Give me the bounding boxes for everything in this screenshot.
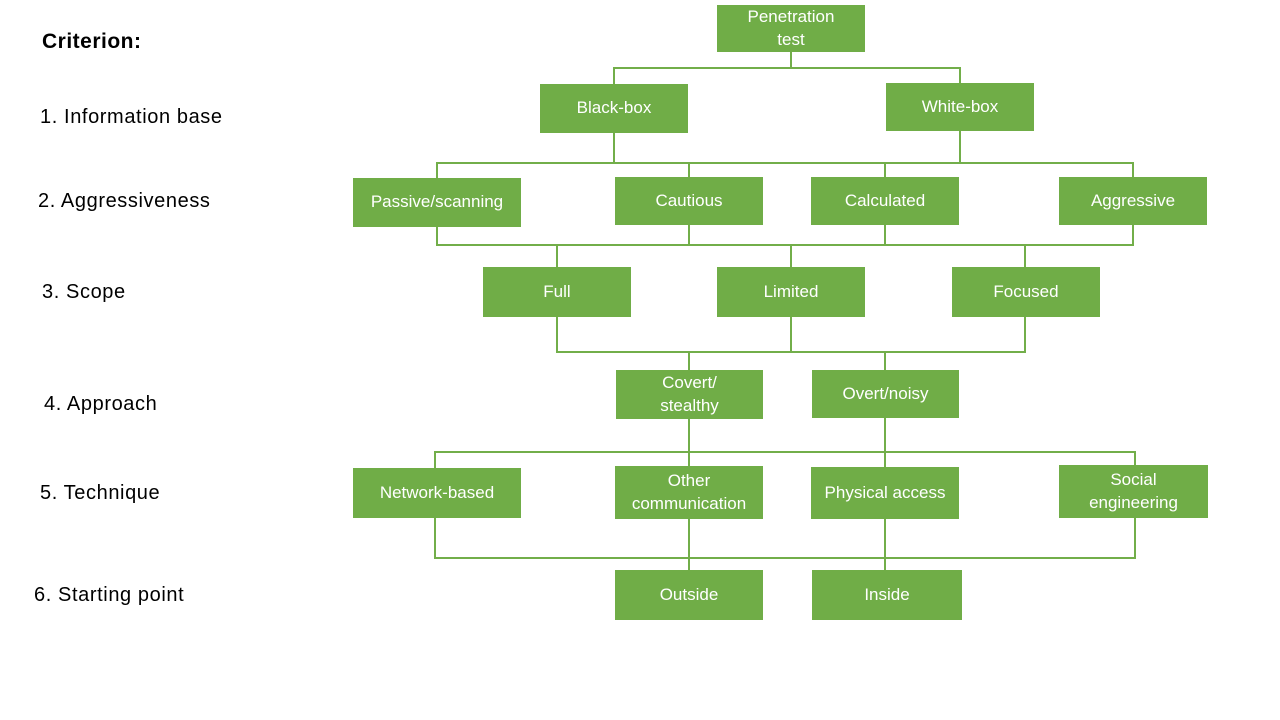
node-focused-label: Focused (993, 281, 1059, 301)
criterion-heading: Criterion: (42, 30, 142, 53)
criterion-technique: 5. Technique (40, 482, 161, 504)
node-full-label: Full (543, 281, 571, 301)
node-social-engineering: Social engineering (1059, 465, 1208, 518)
connectors-level-2-to-3 (436, 223, 1134, 269)
criterion-aggressiveness: 2. Aggressiveness (38, 190, 211, 212)
node-focused: Focused (952, 267, 1100, 317)
node-cautious: Cautious (615, 177, 763, 225)
node-other-communication: Other communication (615, 466, 763, 519)
connectors-level-3-to-4 (556, 315, 1026, 372)
connectors-root-to-level-1 (613, 52, 961, 86)
node-physical-access: Physical access (811, 467, 959, 519)
node-outside: Outside (615, 570, 763, 620)
connectors-level-1-to-2 (436, 129, 1134, 180)
node-calculated: Calculated (811, 177, 959, 225)
criterion-approach: 4. Approach (44, 393, 158, 415)
node-black-box: Black-box (540, 84, 688, 133)
node-white-box: White-box (886, 83, 1034, 131)
node-limited: Limited (717, 267, 865, 317)
criterion-scope: 3. Scope (42, 281, 126, 303)
node-aggressive-label: Aggressive (1090, 190, 1176, 210)
node-physical-access-label: Physical access (824, 482, 946, 502)
criterion-starting-point: 6. Starting point (34, 584, 185, 606)
node-social-engineering-label: Social engineering (1089, 470, 1178, 512)
node-passive-scanning-label: Passive/scanning (370, 192, 504, 212)
node-inside-label: Inside (864, 584, 910, 604)
node-white-box-label: White-box (921, 96, 999, 116)
node-other-communication-label: Other communication (631, 471, 747, 513)
node-network-based: Network-based (353, 468, 521, 518)
node-overt-noisy-label: Overt/noisy (842, 383, 929, 403)
node-covert-stealthy-label: Covert/ stealthy (660, 373, 719, 415)
node-calculated-label: Calculated (844, 190, 926, 210)
node-penetration-test-label: Penetration test (747, 7, 835, 49)
node-network-based-label: Network-based (379, 482, 495, 502)
node-aggressive: Aggressive (1059, 177, 1207, 225)
node-inside: Inside (812, 570, 962, 620)
connectors-level-4-to-6 (434, 416, 1136, 572)
node-outside-label: Outside (659, 584, 719, 604)
node-penetration-test: Penetration test (717, 5, 865, 52)
node-full: Full (483, 267, 631, 317)
node-black-box-label: Black-box (576, 98, 652, 118)
node-covert-stealthy: Covert/ stealthy (616, 370, 763, 419)
criterion-information-base: 1. Information base (40, 106, 223, 128)
node-cautious-label: Cautious (655, 190, 723, 210)
node-limited-label: Limited (763, 281, 819, 301)
node-overt-noisy: Overt/noisy (812, 370, 959, 418)
node-passive-scanning: Passive/scanning (353, 178, 521, 227)
